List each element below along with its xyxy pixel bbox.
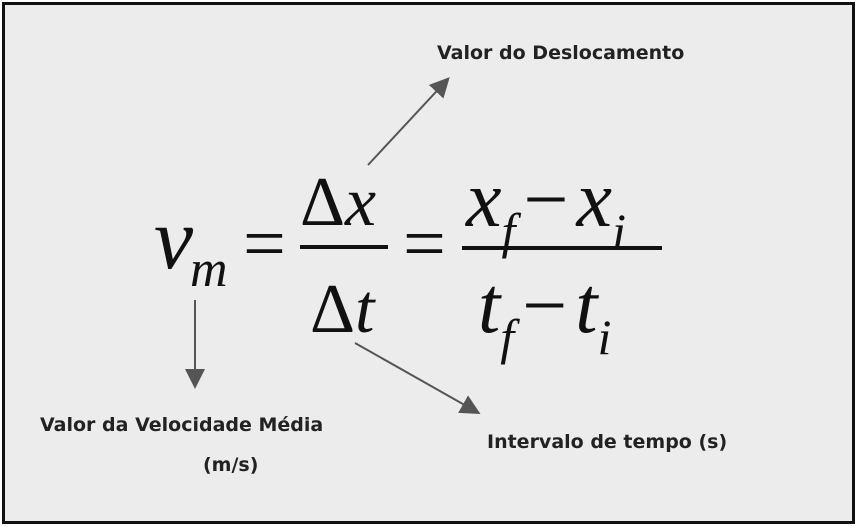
fraction-bar-1 bbox=[300, 245, 388, 249]
label-time-interval: Intervalo de tempo (s) bbox=[487, 431, 728, 453]
arrow-to-displacement bbox=[367, 77, 450, 166]
denominator-delta-t: Δt bbox=[310, 275, 374, 345]
x-final: x bbox=[466, 156, 502, 244]
delta-symbol: Δ bbox=[310, 271, 356, 348]
minus-sign: − bbox=[522, 262, 568, 350]
velocity-symbol: v bbox=[154, 191, 194, 288]
arrow-to-time-interval bbox=[354, 342, 481, 414]
delta-symbol: Δ bbox=[300, 164, 346, 241]
minus-sign: − bbox=[523, 156, 569, 244]
denominator-tf-minus-ti: tf−ti bbox=[478, 266, 611, 362]
t-symbol: t bbox=[355, 271, 375, 348]
subscript-i: i bbox=[597, 309, 612, 365]
t-initial: t bbox=[575, 262, 598, 350]
x-initial: x bbox=[576, 156, 613, 244]
subscript-i: i bbox=[612, 203, 626, 259]
label-displacement: Valor do Deslocamento bbox=[437, 42, 685, 64]
subscript-f: f bbox=[500, 309, 515, 365]
subscript-f: f bbox=[501, 203, 516, 259]
label-average-velocity: Valor da Velocidade Média bbox=[40, 414, 324, 436]
label-velocity-unit: (m/s) bbox=[203, 454, 259, 476]
numerator-delta-x: Δx bbox=[300, 168, 376, 238]
x-symbol: x bbox=[345, 164, 377, 241]
t-final: t bbox=[478, 262, 501, 350]
fraction-bar-2 bbox=[462, 246, 662, 250]
equals-sign-2: = bbox=[403, 202, 446, 286]
velocity-subscript: m bbox=[190, 241, 228, 298]
numerator-xf-minus-xi: xf−xi bbox=[466, 160, 626, 256]
equals-sign-1: = bbox=[243, 202, 286, 286]
